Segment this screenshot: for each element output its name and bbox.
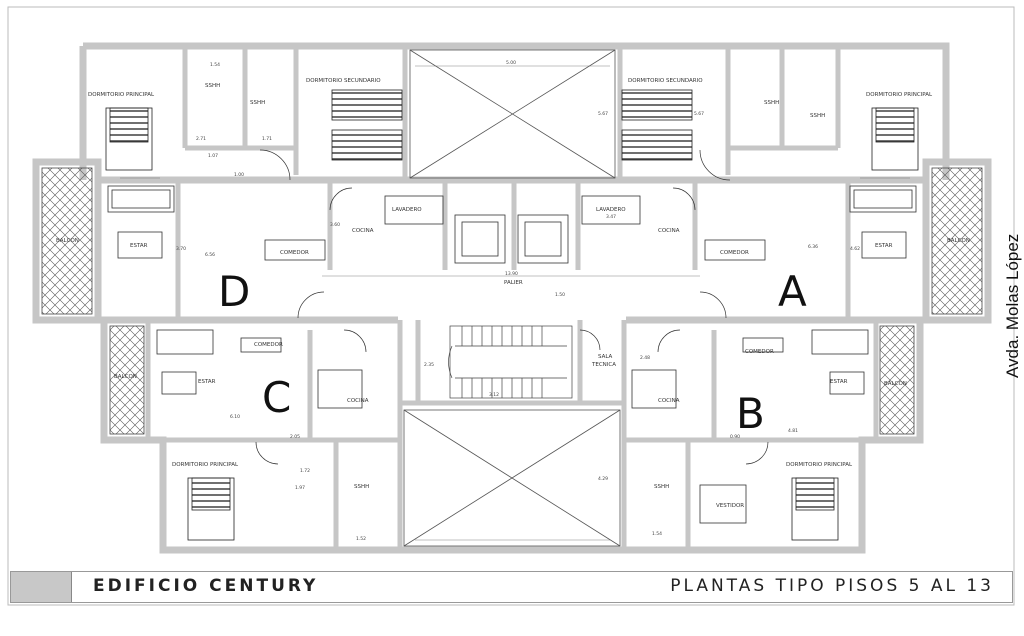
dimension-label: 2.48 [640,355,650,361]
void-shafts [403,49,621,547]
dimension-label: 3.47 [606,214,616,220]
sheet-frame [7,6,1015,606]
room-cocina-a: COCINA [658,228,680,234]
dimension-label: 1.52 [356,536,366,542]
dimension-label: 1.54 [210,62,220,68]
elevators [454,214,569,264]
room-comedor-a: COMEDOR [720,250,749,256]
dimension-label: 1.00 [234,172,244,178]
dimension-label: 4.29 [598,476,608,482]
room-balcon-c: BALCON [114,374,137,380]
room-dormitorio-secundario-d: DORMITORIO SECUNDARIO [306,78,381,84]
dimension-label: 3.12 [489,392,499,398]
room-comedor-c: COMEDOR [254,342,283,348]
dimension-label: 6.56 [205,252,215,258]
room-sshh-a2: SSHH [810,113,825,119]
dimension-label: 13.90 [505,271,518,277]
room-sshh-d2: SSHH [250,100,265,106]
room-cocina-d: COCINA [352,228,374,234]
beds [105,89,919,541]
dimension-label: 1.07 [208,153,218,159]
building-name: EDIFICIO CENTURY [93,576,319,596]
dimension-label: 2.71 [196,136,206,142]
dimension-label: 3.60 [330,222,340,228]
door-swings [255,149,769,465]
unit-label-d: D [218,267,250,316]
dimension-lines [120,65,910,541]
room-dormitorio-secundario-a: DORMITORIO SECUNDARIO [628,78,703,84]
balconies [41,167,983,435]
room-balcon-a: BALCON [947,238,970,244]
room-sala-tecnica-2: TECNICA [591,362,616,368]
title-block: EDIFICIO CENTURY PLANTAS TIPO PISOS 5 AL… [10,571,1013,603]
room-sshh-a1: SSHH [764,100,779,106]
room-comedor-d: COMEDOR [280,250,309,256]
room-sshh-b: SSHH [654,484,669,490]
street-label: Avda. Molas López [1003,234,1022,378]
room-cocina-c: COCINA [347,398,369,404]
dimension-label: 1.71 [262,136,272,142]
dimension-label: 1.54 [652,531,662,537]
room-estar-a: ESTAR [875,243,893,249]
room-palier: PALIER [504,280,523,286]
dimension-label: 4.81 [788,428,798,434]
room-estar-c: ESTAR [198,379,216,385]
room-sshh-d1: SSHH [205,83,220,89]
unit-label-a: A [778,267,807,316]
dimension-label: 6.10 [230,414,240,420]
dimension-label: 2.05 [290,434,300,440]
dimension-label: 0.90 [730,434,740,440]
room-estar-b: ESTAR [830,379,848,385]
dimension-label: 4.62 [850,246,860,252]
room-balcon-b: BALCON [884,381,907,387]
sheet-title: PLANTAS TIPO PISOS 5 AL 13 [670,576,994,596]
room-estar-d: ESTAR [130,243,148,249]
room-comedor-b: COMEDOR [745,349,774,355]
interior-walls [145,46,879,550]
dimension-label: 3.70 [176,246,186,252]
room-lavadero-a: LAVADERO [596,207,626,213]
room-cocina-b: COCINA [658,398,680,404]
dimension-label: 6.36 [808,244,818,250]
dimension-label: 5.67 [694,111,704,117]
dimension-label: 1.50 [555,292,565,298]
room-balcon-d: BALCON [56,238,79,244]
room-dormitorio-principal-b: DORMITORIO PRINCIPAL [786,462,853,468]
dimension-label: 1.97 [295,485,305,491]
dimension-label: 5.00 [506,60,516,66]
unit-label-c: C [262,373,291,422]
dimension-label: 1.72 [300,468,310,474]
unit-label-b: B [736,389,765,438]
room-dormitorio-principal-a: DORMITORIO PRINCIPAL [866,92,933,98]
room-dormitorio-principal-d: DORMITORIO PRINCIPAL [88,92,155,98]
dimension-label: 2.35 [424,362,434,368]
dimension-label: 5.67 [598,111,608,117]
room-vestidor: VESTIDOR [716,503,744,509]
room-lavadero-d: LAVADERO [392,207,422,213]
room-dormitorio-principal-c: DORMITORIO PRINCIPAL [172,462,239,468]
title-block-divider [71,572,72,602]
staircase [448,325,573,399]
furniture [107,185,917,524]
title-block-swatch [11,572,71,602]
room-sshh-c: SSHH [354,484,369,490]
room-sala-tecnica-1: SALA [598,354,613,360]
